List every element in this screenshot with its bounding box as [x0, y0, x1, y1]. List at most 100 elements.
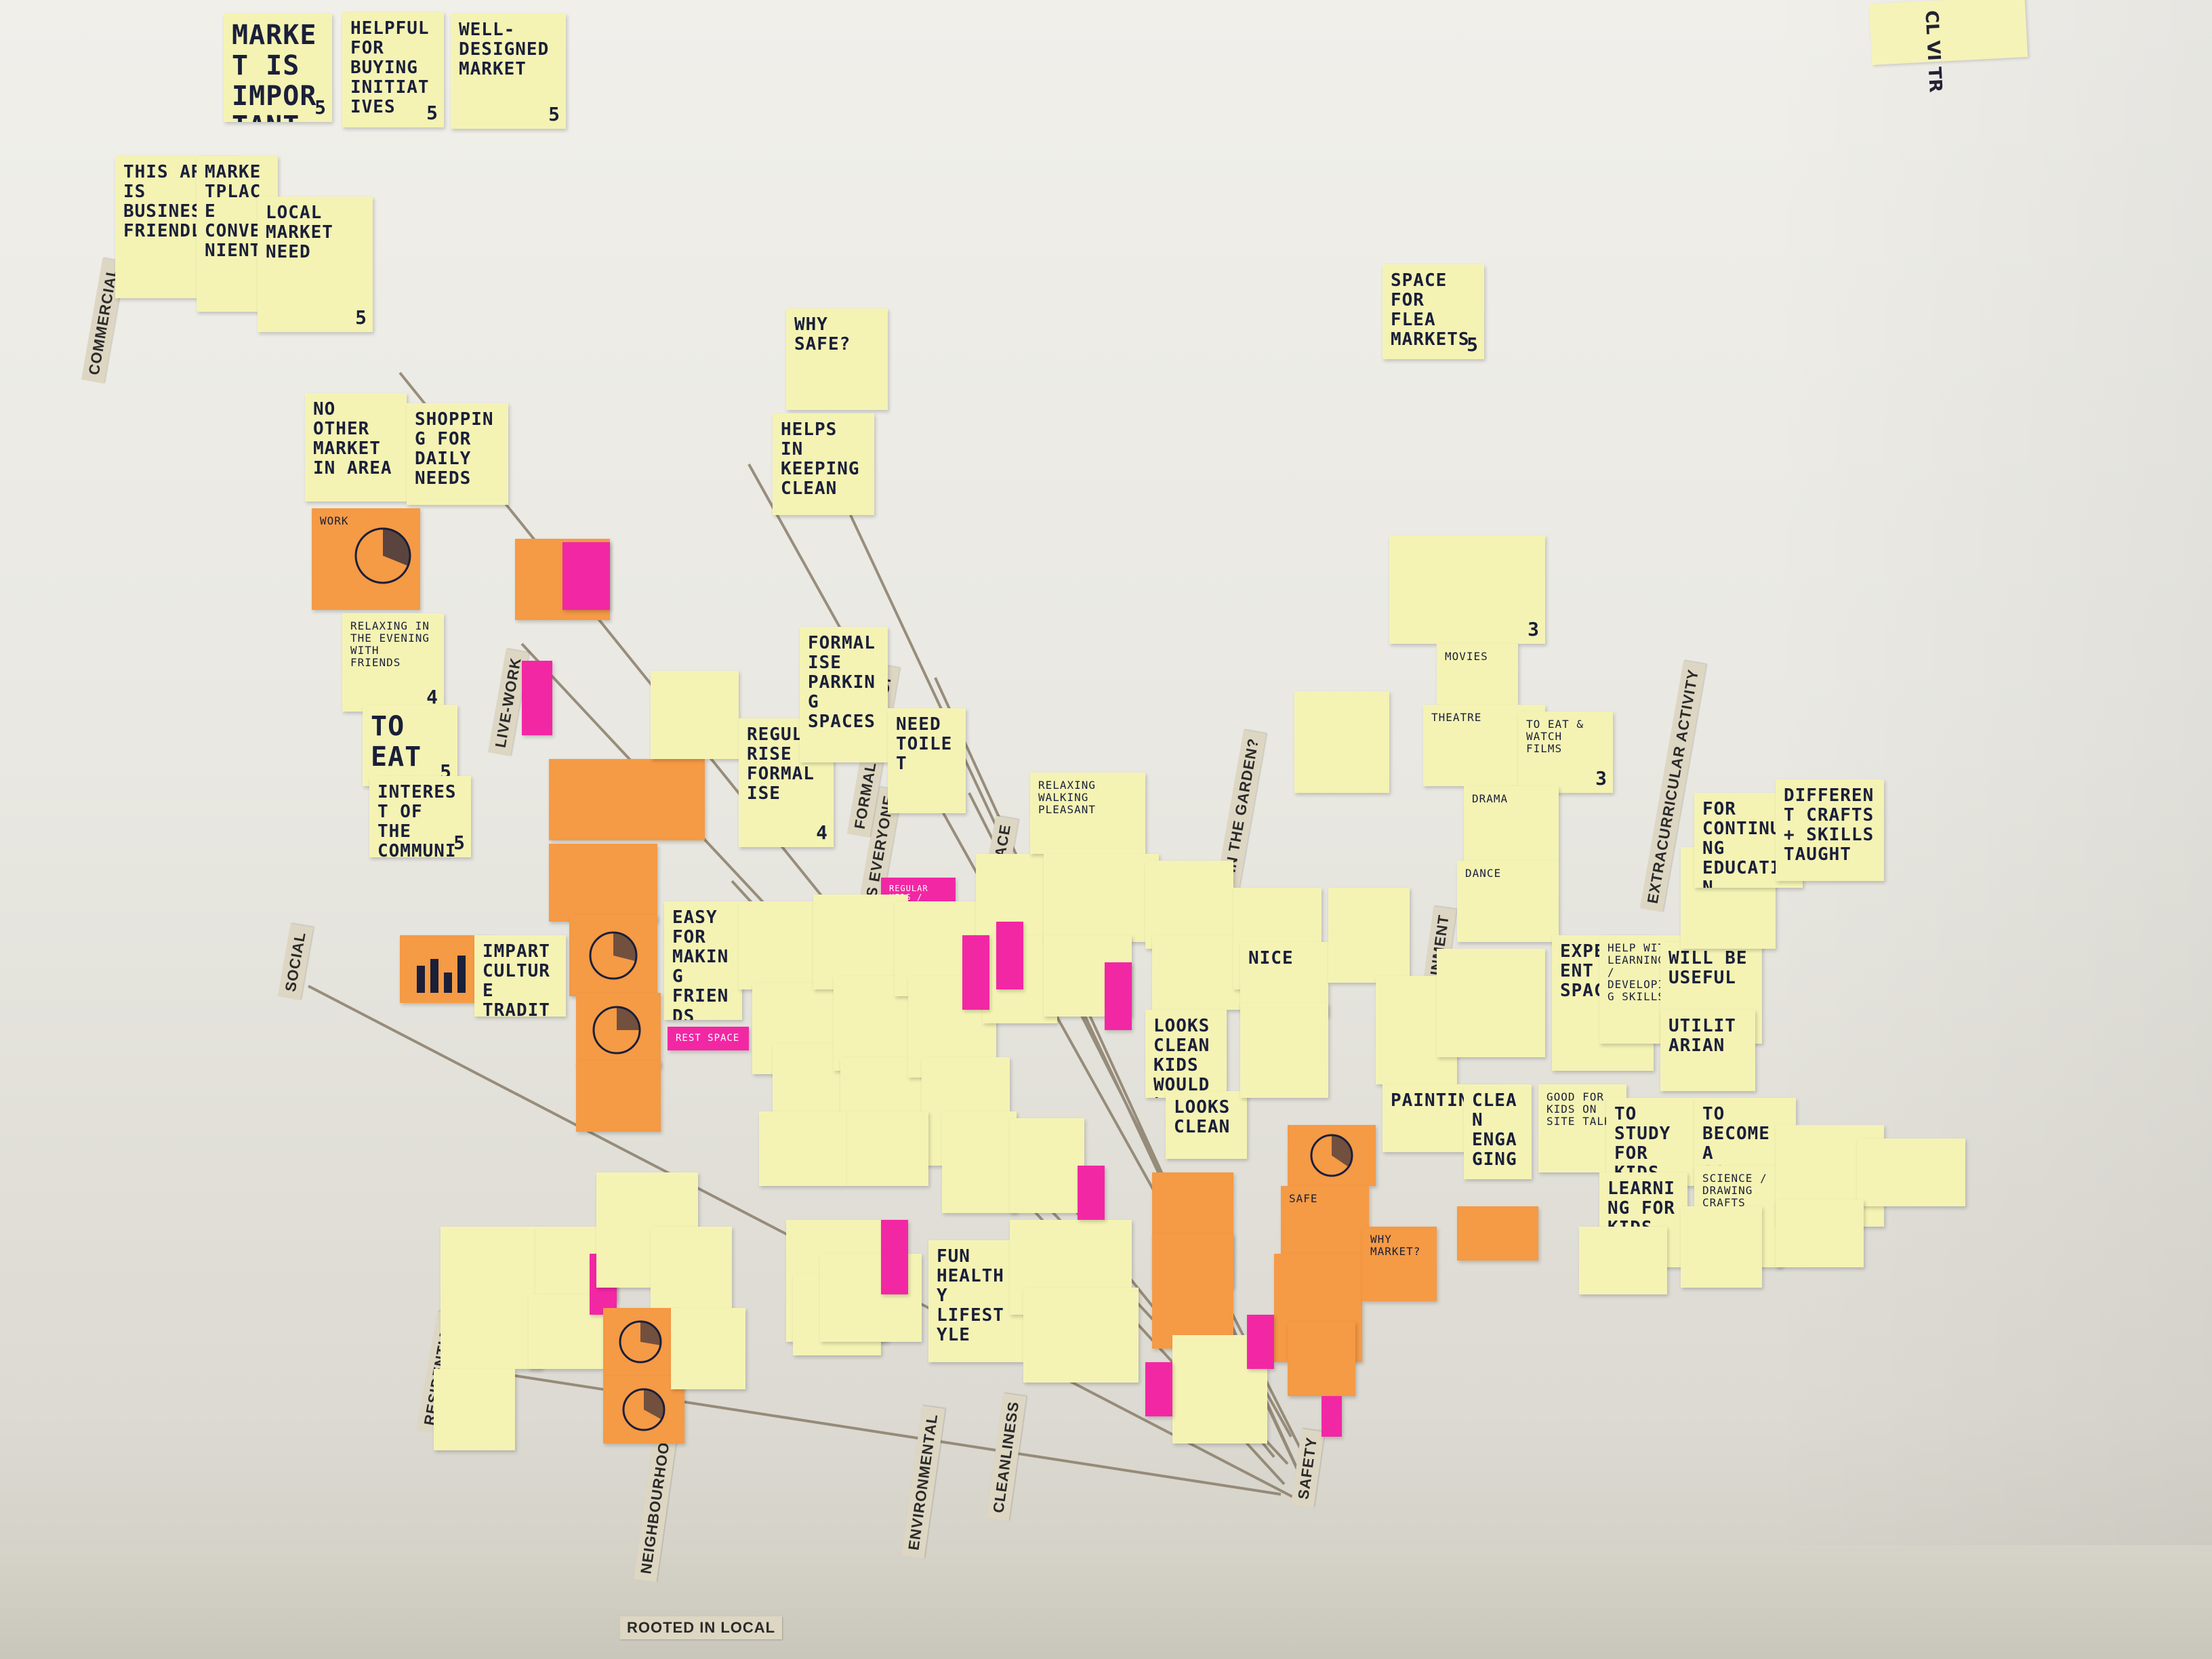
- note-text: LOOKS CLEAN KIDS WOULD LIKE: [1153, 1016, 1210, 1098]
- note-helpful-buying: HELPFUL FOR BUYING INITIATIVES 5: [342, 12, 444, 127]
- note-yellow-small: [1437, 949, 1545, 1057]
- note-score: 5: [426, 101, 438, 124]
- note-shopping-daily: SHOPPING FOR DAILY NEEDS: [407, 403, 508, 505]
- note-text: FOR CONTINUING EDUCATION: [1702, 799, 1793, 888]
- note-score: 5: [548, 102, 560, 125]
- note-text: RELAXING IN THE EVENING WITH FRIENDS: [350, 619, 430, 669]
- note-interest-community: INTEREST OF THE COMMUNITY 5: [369, 776, 471, 857]
- note-yellow-small: [759, 1111, 847, 1186]
- note-safe-pie: SAFE: [1281, 1186, 1369, 1254]
- note-yellow-small: [441, 1227, 542, 1369]
- note-text: THEATRE: [1431, 711, 1482, 724]
- note-text: WILL BE USEFUL: [1668, 948, 1748, 989]
- note-impart-culture: IMPART CULTURE TRADITION: [474, 935, 566, 1017]
- note-text: GOOD FOR KIDS ON SITE TALK: [1547, 1090, 1612, 1128]
- note-space-flea: SPACE FOR FLEA MARKETS 5: [1382, 264, 1484, 359]
- note-orange-pie: [603, 1308, 678, 1376]
- note-to-eat: TO EAT 5: [363, 705, 457, 786]
- note-yellow-small: [1152, 935, 1240, 1010]
- note-yellow-small: [1044, 854, 1159, 942]
- note-score: 5: [453, 831, 466, 854]
- note-well-designed: WELL-DESIGNED MARKET 5: [451, 14, 566, 129]
- note-looks-clean: LOOKS CLEAN: [1166, 1091, 1247, 1159]
- pie-chart-icon: [619, 1320, 662, 1364]
- note-text: TO EAT & WATCH FILMS: [1526, 718, 1584, 755]
- note-text: MARKET IS IMPORTANT: [232, 20, 317, 122]
- pie-chart-icon: [354, 527, 411, 584]
- note-text: HELP WITH LEARNING / DEVELOPING SKILLS: [1607, 941, 1673, 1003]
- note-yellow-small: [813, 895, 908, 989]
- note-yellow-small: [671, 1308, 745, 1389]
- note-text: SHOPPING FOR DAILY NEEDS: [415, 409, 494, 489]
- note-different-crafts: DIFFERENT CRAFTS + SKILLS TAUGHT: [1776, 779, 1884, 881]
- note-yellow-small: [1776, 1200, 1864, 1267]
- note-pink-flag: [1078, 1166, 1105, 1220]
- note-text: SPACE FOR FLEA MARKETS: [1391, 270, 1470, 350]
- pie-chart-icon: [589, 931, 638, 980]
- note-yellow-small: [1023, 1288, 1139, 1382]
- pie-chart-icon: [1310, 1134, 1353, 1177]
- note-text: HELPFUL FOR BUYING INITIATIVES: [350, 18, 430, 118]
- note-why-safe: WHY SAFE?: [786, 308, 888, 410]
- note-yellow-small: [1010, 1118, 1084, 1213]
- note-text: WORK: [320, 514, 349, 527]
- pie-chart-icon: [622, 1388, 665, 1431]
- note-text: DRAMA: [1472, 792, 1509, 805]
- note-text: INTEREST OF THE COMMUNITY: [377, 782, 457, 857]
- note-pink-flag: [1105, 962, 1132, 1030]
- note-pink-flag: [881, 1220, 908, 1294]
- note-score: 3: [1528, 617, 1540, 640]
- note-text: IMPART CULTURE TRADITION: [483, 941, 550, 1017]
- note-yellow-small: [434, 1369, 515, 1450]
- note-relaxing-walking: RELAXING WALKING PLEASANT: [1030, 773, 1145, 854]
- note-yellow-small: [1145, 861, 1233, 949]
- note-yellow-small: [1857, 1139, 1965, 1206]
- note-text: HELPS IN KEEPING CLEAN: [781, 419, 860, 499]
- note-text: TO EAT: [371, 711, 422, 773]
- note-orange-data: [1152, 1233, 1233, 1349]
- note-score: 5: [355, 306, 367, 329]
- note-yellow-small: [1294, 691, 1389, 793]
- note-text: WHY SAFE?: [794, 314, 851, 355]
- note-easy-friends: EASY FOR MAKING FRIENDS: [664, 901, 742, 1020]
- note-utilitarian: UTILITARIAN: [1660, 1010, 1755, 1091]
- note-clean-engaging: CLEAN ENGAGING: [1464, 1084, 1532, 1179]
- note-text: TO STUDY FOR KIDS: [1614, 1104, 1671, 1183]
- note-pink-flag: [1247, 1315, 1274, 1369]
- note-text: REST SPACE: [676, 1033, 740, 1044]
- note-text: LOCAL MARKET NEED: [266, 203, 333, 263]
- note-text: NO OTHER MARKET IN AREA: [313, 399, 392, 479]
- note-orange-data: [576, 1061, 661, 1132]
- note-relaxing: RELAXING IN THE EVENING WITH FRIENDS 4: [342, 613, 444, 712]
- note-yellow-small: [1579, 1227, 1667, 1294]
- note-pink-flag: [962, 935, 989, 1010]
- note-yellow-small: [651, 671, 739, 759]
- pie-chart-icon: [592, 1006, 641, 1054]
- note-score: 3: [1595, 766, 1607, 790]
- note-yellow-small: [942, 1111, 1017, 1213]
- note-orange-pie: [569, 915, 657, 996]
- note-local-market-need: LOCAL MARKET NEED 5: [258, 197, 373, 332]
- note-pink-flag: [996, 922, 1023, 989]
- note-yellow-small: [1681, 1206, 1762, 1288]
- note-orange-pie: [576, 993, 661, 1067]
- note-text: UTILITARIAN: [1668, 1016, 1736, 1057]
- note-orange-data: [549, 844, 657, 922]
- note-orange-data: [549, 759, 705, 840]
- note-score: 4: [816, 821, 828, 844]
- note-no-other-market: NO OTHER MARKET IN AREA: [305, 393, 407, 501]
- note-yellow-small: 3: [1389, 535, 1545, 644]
- note-text: EASY FOR MAKING FRIENDS: [672, 907, 729, 1020]
- note-fun-healthy: FUN HEALTHY LIFESTYLE: [928, 1240, 1023, 1362]
- note-pink-flag: [562, 542, 610, 610]
- note-yellow-small: [1328, 888, 1410, 983]
- note-orange-blank: [1457, 1206, 1538, 1261]
- note-looks-clean-kids: LOOKS CLEAN KIDS WOULD LIKE: [1145, 1010, 1227, 1098]
- note-text: RELAXING WALKING PLEASANT: [1038, 779, 1097, 816]
- note-pink-flag: [1322, 1396, 1342, 1437]
- note-work-pie: WORK: [312, 508, 420, 610]
- note-score: 5: [1467, 333, 1479, 356]
- note-orange-pie: [1288, 1125, 1376, 1186]
- note-rest-space-pink: REST SPACE: [668, 1027, 749, 1050]
- note-to-eat-snacks: TO EAT & WATCH FILMS 3: [1518, 712, 1613, 793]
